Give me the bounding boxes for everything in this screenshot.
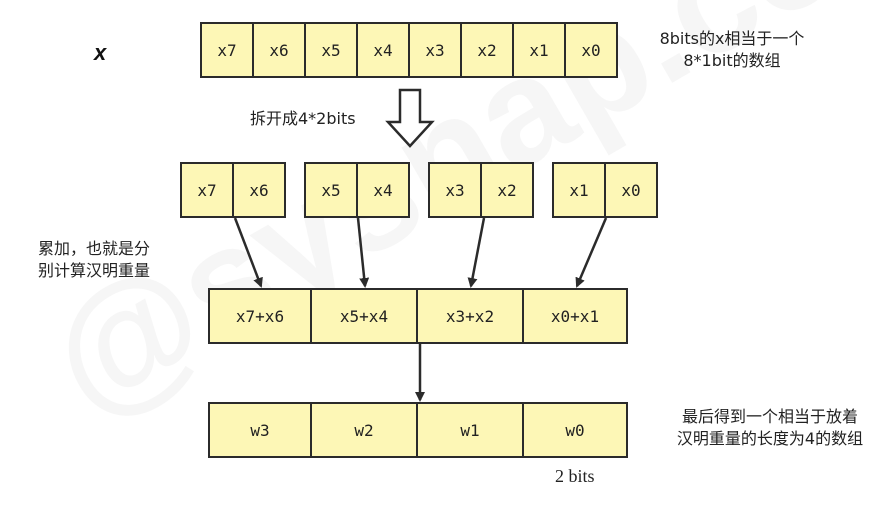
- sum-note: 累加，也就是分 别计算汉明重量: [38, 238, 150, 282]
- pair-cell-x3: x3: [428, 162, 482, 218]
- bit-cell-x0: x0: [564, 22, 618, 78]
- width-label: 2 bits: [555, 466, 595, 486]
- arrow-pair-4: [575, 217, 608, 288]
- sum-note-line-2: 别计算汉明重量: [38, 261, 151, 280]
- pair-cell-x0: x0: [604, 162, 658, 218]
- sum-cell-x5-x4: x5+x4: [310, 288, 418, 344]
- sum-note-line-1: 累加，也就是分: [38, 239, 151, 258]
- pair-group-x5-x4: x5 x4: [304, 162, 410, 218]
- weight-cell-w0: w0: [522, 402, 628, 458]
- pair-group-x3-x2: x3 x2: [428, 162, 534, 218]
- sum-cell-x3-x2: x3+x2: [416, 288, 524, 344]
- pair-cell-x6: x6: [232, 162, 286, 218]
- split-label: 拆开成4*2bits: [250, 109, 356, 128]
- variable-x-label: x: [94, 40, 107, 65]
- pair-cell-x4: x4: [356, 162, 410, 218]
- bit-cell-x5: x5: [304, 22, 358, 78]
- top-note-line-2: 8*1bit的数组: [683, 51, 781, 70]
- top-note: 8bits的x相当于一个 8*1bit的数组: [642, 28, 822, 72]
- weight-cell-w2: w2: [310, 402, 418, 458]
- pair-cell-x7: x7: [180, 162, 234, 218]
- arrow-pair-1: [233, 217, 263, 288]
- result-note-line-2: 汉明重量的长度为4的数组: [676, 429, 864, 448]
- split-arrow-icon: [385, 88, 435, 148]
- pair-group-x1-x0: x1 x0: [552, 162, 658, 218]
- arrow-pair-2: [356, 217, 370, 288]
- top-note-line-1: 8bits的x相当于一个: [659, 29, 805, 48]
- weight-cell-w3: w3: [208, 402, 312, 458]
- pair-cell-x1: x1: [552, 162, 606, 218]
- result-note-line-1: 最后得到一个相当于放着: [681, 407, 858, 426]
- weights-row: w3 w2 w1 w0: [208, 402, 628, 458]
- result-note: 最后得到一个相当于放着 汉明重量的长度为4的数组: [650, 406, 890, 450]
- bits-row: x7 x6 x5 x4 x3 x2 x1 x0: [200, 22, 618, 78]
- sums-row: x7+x6 x5+x4 x3+x2 x0+x1: [208, 288, 628, 344]
- sum-cell-x0-x1: x0+x1: [522, 288, 628, 344]
- pair-group-x7-x6: x7 x6: [180, 162, 286, 218]
- bit-cell-x3: x3: [408, 22, 462, 78]
- pair-cell-x2: x2: [480, 162, 534, 218]
- weight-cell-w1: w1: [416, 402, 524, 458]
- arrow-pair-3: [467, 217, 486, 288]
- bit-cell-x2: x2: [460, 22, 514, 78]
